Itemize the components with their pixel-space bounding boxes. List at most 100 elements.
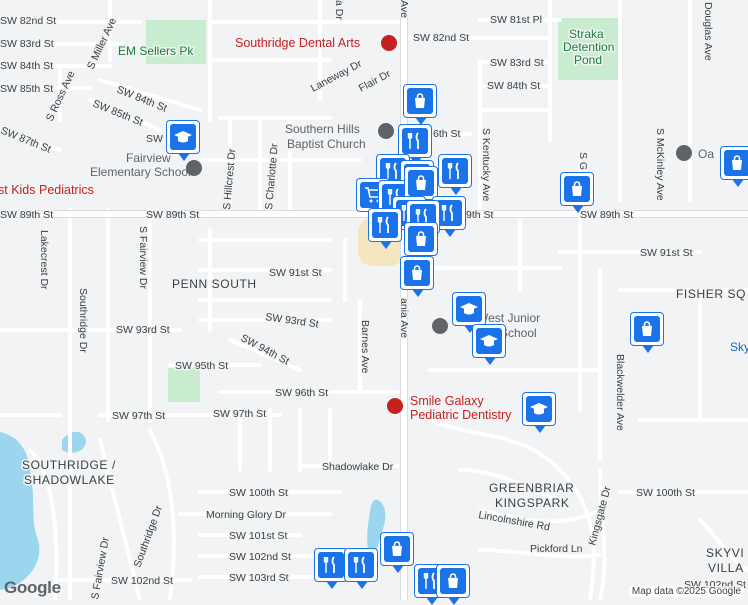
poi-sky[interactable]: Sky — [729, 339, 748, 356]
street-sw-89th-st-w: SW 89th St — [0, 209, 53, 221]
street-sw-84th-st-e: SW 84th St — [487, 80, 540, 92]
street-sw-96th-st: SW 96th St — [275, 387, 328, 399]
marker-shopping[interactable] — [720, 146, 748, 187]
fork-knife-icon — [436, 200, 462, 226]
poi-southern-hills-1[interactable]: Southern Hills — [284, 121, 362, 138]
street-fairview: S Fairview Dr — [137, 226, 149, 290]
shopping-bag-icon — [564, 176, 590, 202]
hospital-icon[interactable] — [381, 35, 397, 51]
poi-smile-galaxy-1[interactable]: Smile Galaxy — [409, 393, 486, 410]
shopping-bag-icon — [408, 226, 434, 252]
area-shadowlake: SHADOWLAKE — [24, 473, 115, 487]
street-sw-82nd-st-e: SW 82nd St — [413, 32, 469, 44]
church-icon-east[interactable] — [676, 145, 692, 161]
junior-school-icon[interactable] — [432, 318, 448, 334]
street-penn-ave: ania Ave — [398, 298, 410, 338]
street-sw-89th-st-far: SW 89th St — [580, 209, 633, 221]
marker-school[interactable] — [522, 392, 556, 433]
street-sw-102nd-st: SW 102nd St — [229, 551, 291, 563]
graduation-cap-icon — [456, 296, 482, 322]
marker-shopping[interactable] — [404, 166, 438, 207]
street-sw-103rd-st: SW 103rd St — [229, 572, 289, 584]
street-sw-86-w: SW — [146, 133, 163, 145]
area-fisher-sq: FISHER SQ — [676, 287, 746, 301]
fork-knife-icon — [402, 128, 428, 154]
street-douglas: Douglas Ave — [702, 2, 714, 61]
marker-shopping[interactable] — [400, 256, 434, 297]
marker-restaurant[interactable] — [314, 548, 348, 589]
street-s-g: S G — [577, 152, 589, 170]
water-lake-west — [0, 432, 40, 590]
street-sw-93rd-st: SW 93rd St — [116, 324, 170, 336]
street-kentucky: S Kentucky Ave — [480, 128, 492, 202]
street-sw-81st-pl: SW 81st Pl — [490, 14, 542, 26]
poi-smile-galaxy-2[interactable]: Pediatric Dentistry — [409, 407, 514, 424]
park-small — [168, 368, 200, 402]
poi-straka-1[interactable]: Straka — [568, 26, 606, 43]
marker-school[interactable] — [472, 324, 506, 365]
street-sw-97th-st-a: SW 97th St — [112, 410, 165, 422]
marker-school[interactable] — [452, 292, 486, 333]
poi-west-junior-2[interactable]: School — [499, 325, 539, 342]
marker-shopping[interactable] — [436, 564, 470, 605]
poi-straka-2[interactable]: Detention — [562, 39, 616, 56]
street-shadowlake-dr: Shadowlake Dr — [322, 461, 394, 473]
marker-shopping[interactable] — [404, 222, 438, 263]
poi-em-sellers-pk[interactable]: EM Sellers Pk — [117, 43, 196, 60]
area-southridge: SOUTHRIDGE / — [22, 458, 116, 472]
street-sw-84th-st-w: SW 84th St — [0, 60, 53, 72]
street-sw-102nd-st-w: SW 102nd St — [111, 575, 173, 587]
street-sw-83rd-st-e: SW 83rd St — [490, 57, 544, 69]
dentist-icon[interactable] — [387, 398, 403, 414]
poi-oa[interactable]: Oa — [697, 146, 716, 163]
area-kingspark: KINGSPARK — [495, 496, 570, 510]
street-morning-glory: Morning Glory Dr — [206, 509, 286, 521]
street-sw-89th-st-e: 9th St — [466, 209, 494, 221]
street-sw-101st-st: SW 101st St — [229, 530, 287, 542]
street-blackwelder: Blackwelder Ave — [614, 354, 626, 431]
marker-restaurant[interactable] — [344, 548, 378, 589]
marker-shopping[interactable] — [403, 84, 437, 125]
street-mckinley: S McKinley Ave — [654, 128, 666, 201]
street-lakecrest: Lakecrest Dr — [38, 230, 50, 290]
shopping-bag-icon — [408, 170, 434, 196]
park-em-sellers — [146, 20, 206, 64]
street-sw-83rd-st-w: SW 83rd St — [0, 38, 54, 50]
poi-fairview-1[interactable]: Fairview — [125, 150, 173, 167]
marker-shopping[interactable] — [560, 172, 594, 213]
graduation-cap-icon — [526, 396, 552, 422]
street-barnes-ave: Barnes Ave — [359, 320, 371, 374]
marker-shopping[interactable] — [630, 312, 664, 353]
street-sw-a: a Dr — [333, 0, 345, 20]
church-icon[interactable] — [378, 123, 394, 139]
poi-southern-hills-2[interactable]: Baptist Church — [286, 136, 368, 153]
street-sw-89th-st-c: SW 89th St — [146, 209, 199, 221]
street-sw-85th-st-w: SW 85th St — [0, 83, 53, 95]
fork-knife-icon — [442, 158, 468, 184]
area-skyvi: SKYVI — [706, 546, 744, 560]
graduation-cap-icon — [170, 124, 196, 150]
marker-shopping[interactable] — [380, 532, 414, 573]
street-sw-95th-st: SW 95th St — [175, 360, 228, 372]
street-southridge-dr: Southridge Dr — [77, 288, 89, 353]
shopping-bag-icon — [440, 568, 466, 594]
poi-southridge-dental[interactable]: Southridge Dental Arts — [234, 35, 362, 52]
shopping-bag-icon — [404, 260, 430, 286]
area-penn-south: PENN SOUTH — [172, 277, 257, 291]
google-logo: Google — [4, 578, 61, 597]
poi-straka-3[interactable]: Pond — [573, 52, 604, 69]
marker-restaurant[interactable] — [398, 124, 432, 165]
school-icon[interactable] — [186, 160, 202, 176]
poi-kids-pediatrics[interactable]: st Kids Pediatrics — [0, 182, 95, 199]
street-sw-82nd-st-w: SW 82nd St — [0, 15, 56, 27]
poi-fairview-2[interactable]: Elementary School — [89, 164, 193, 181]
marker-school[interactable] — [166, 120, 200, 161]
map-attribution[interactable]: Map data ©2025 Google — [628, 586, 744, 597]
street-sw-91st-st-e: SW 91st St — [640, 247, 693, 259]
graduation-cap-icon — [476, 328, 502, 354]
park-straka-pond — [558, 18, 618, 80]
marker-restaurant[interactable] — [438, 154, 472, 195]
marker-restaurant[interactable] — [368, 208, 402, 249]
